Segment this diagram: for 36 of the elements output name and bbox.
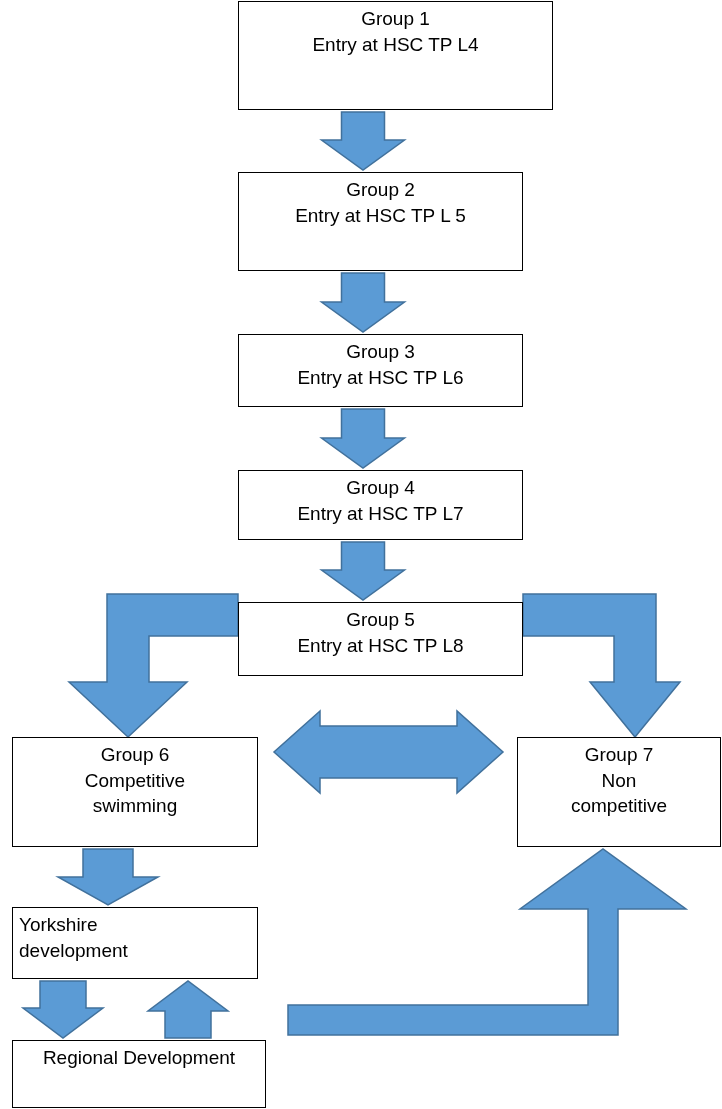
block-arrow [319,408,407,469]
box-text: Entry at HSC TP L4 [312,32,479,57]
process-box [12,1040,266,1108]
box-text: Entry at HSC TP L8 [297,633,464,658]
box-text: Non competitive [569,768,669,819]
box-text: Competitive swimming [83,768,187,819]
block-arrow [319,272,407,333]
block-arrow [272,709,505,795]
box-text: Yorkshire development [19,913,129,963]
group-heading: Group 7 [584,743,654,767]
process-box [238,470,523,540]
block-arrow [319,111,407,171]
block-arrow [55,848,161,906]
group-heading: Group 5 [346,608,415,632]
process-box [238,334,523,407]
process-box [12,737,258,847]
block-arrow [319,541,407,601]
block-arrow [145,980,231,1039]
group-heading: Group 4 [346,476,415,500]
process-box [12,907,258,979]
process-box [517,737,721,847]
group-heading: Group 6 [100,743,170,767]
group-heading: Group 1 [361,7,430,31]
block-arrow [522,593,682,739]
box-text: Regional Development [42,1046,236,1070]
box-text: Entry at HSC TP L7 [297,501,464,526]
block-arrow [20,980,106,1039]
block-arrow [287,848,689,1036]
process-box [238,1,553,110]
box-text: Entry at HSC TP L 5 [295,203,466,228]
group-heading: Group 2 [346,178,415,202]
group-heading: Group 3 [346,340,415,364]
box-text: Entry at HSC TP L6 [297,365,464,390]
process-box [238,602,523,676]
process-box [238,172,523,271]
block-arrow [67,593,239,739]
